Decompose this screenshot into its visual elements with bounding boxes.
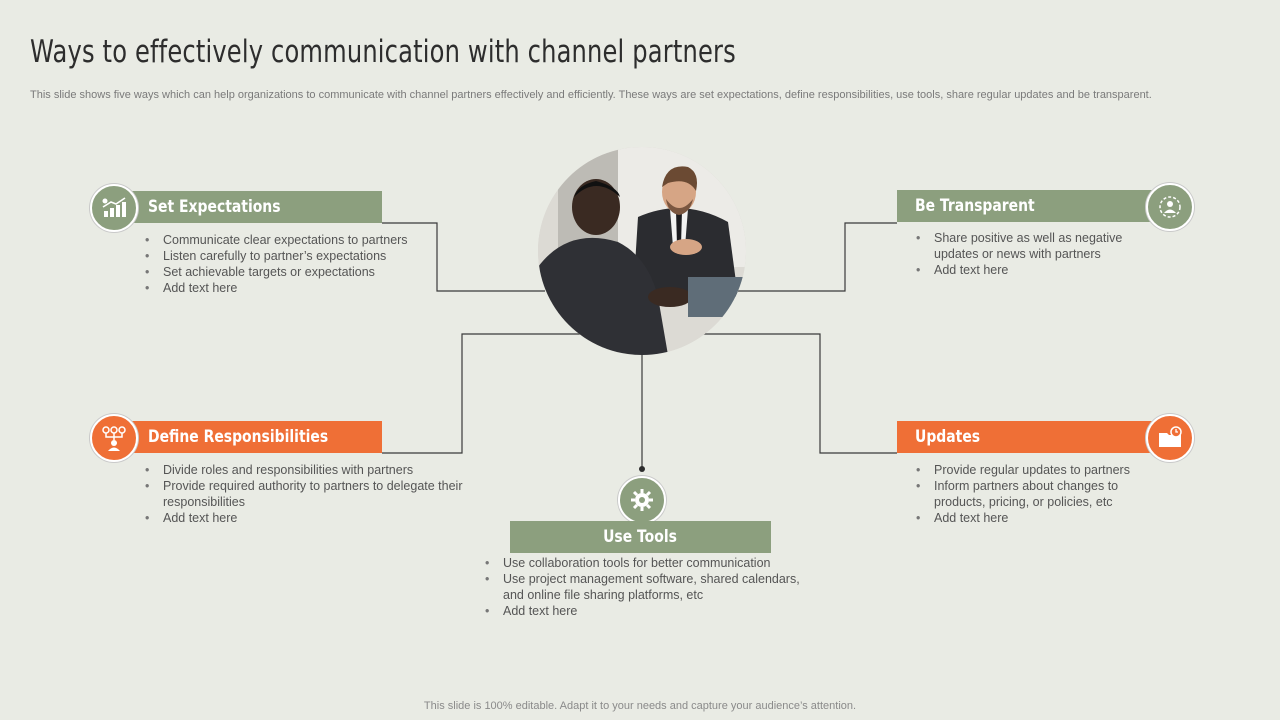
list-item: Add text here (916, 510, 1164, 526)
list-item: Share positive as well as negative updat… (916, 230, 1164, 262)
define-responsibilities-label: Define Responsibilities (148, 427, 329, 447)
list-item: Set achievable targets or expectations (145, 264, 463, 280)
list-item: Use collaboration tools for better commu… (485, 555, 813, 571)
transparency-icon (1146, 183, 1194, 231)
growth-chart-icon (90, 184, 138, 232)
page-subtitle: This slide shows five ways which can hel… (30, 89, 1152, 101)
set-expectations-label: Set Expectations (148, 197, 281, 217)
be-transparent-header: Be Transparent (897, 190, 1169, 222)
list-item: Communicate clear expectations to partne… (145, 232, 463, 248)
center-meeting-photo (538, 147, 746, 355)
define-responsibilities-header: Define Responsibilities (112, 421, 382, 453)
list-item: Add text here (145, 280, 463, 296)
set-expectations-list: Communicate clear expectations to partne… (145, 232, 463, 296)
connector-define-responsibilities (382, 333, 580, 454)
list-item: Add text here (485, 603, 813, 619)
footer-note: This slide is 100% editable. Adapt it to… (423, 700, 857, 712)
list-item: Provide regular updates to partners (916, 462, 1164, 478)
connector-updates (700, 333, 897, 454)
be-transparent-list: Share positive as well as negative updat… (916, 230, 1164, 278)
use-tools-list: Use collaboration tools for better commu… (485, 555, 813, 619)
updates-header: Updates (897, 421, 1169, 453)
use-tools-header: Use Tools (510, 521, 771, 553)
update-folder-icon (1146, 414, 1194, 462)
hierarchy-person-icon (90, 414, 138, 462)
updates-label: Updates (915, 427, 981, 447)
list-item: Provide required authority to partners t… (145, 478, 473, 510)
page-title: Ways to effectively communication with c… (30, 34, 736, 70)
tools-gear-icon (618, 476, 666, 524)
use-tools-label: Use Tools (603, 527, 678, 547)
updates-list: Provide regular updates to partners Info… (916, 462, 1164, 526)
list-item: Listen carefully to partner’s expectatio… (145, 248, 463, 264)
connector-dot (639, 466, 645, 472)
list-item: Inform partners about changes to product… (916, 478, 1164, 510)
list-item: Add text here (145, 510, 473, 526)
be-transparent-label: Be Transparent (915, 196, 1035, 216)
list-item: Divide roles and responsibilities with p… (145, 462, 473, 478)
set-expectations-header: Set Expectations (112, 191, 382, 223)
define-responsibilities-list: Divide roles and responsibilities with p… (145, 462, 473, 526)
list-item: Add text here (916, 262, 1164, 278)
connector-be-transparent (738, 222, 897, 292)
list-item: Use project management software, shared … (485, 571, 813, 603)
